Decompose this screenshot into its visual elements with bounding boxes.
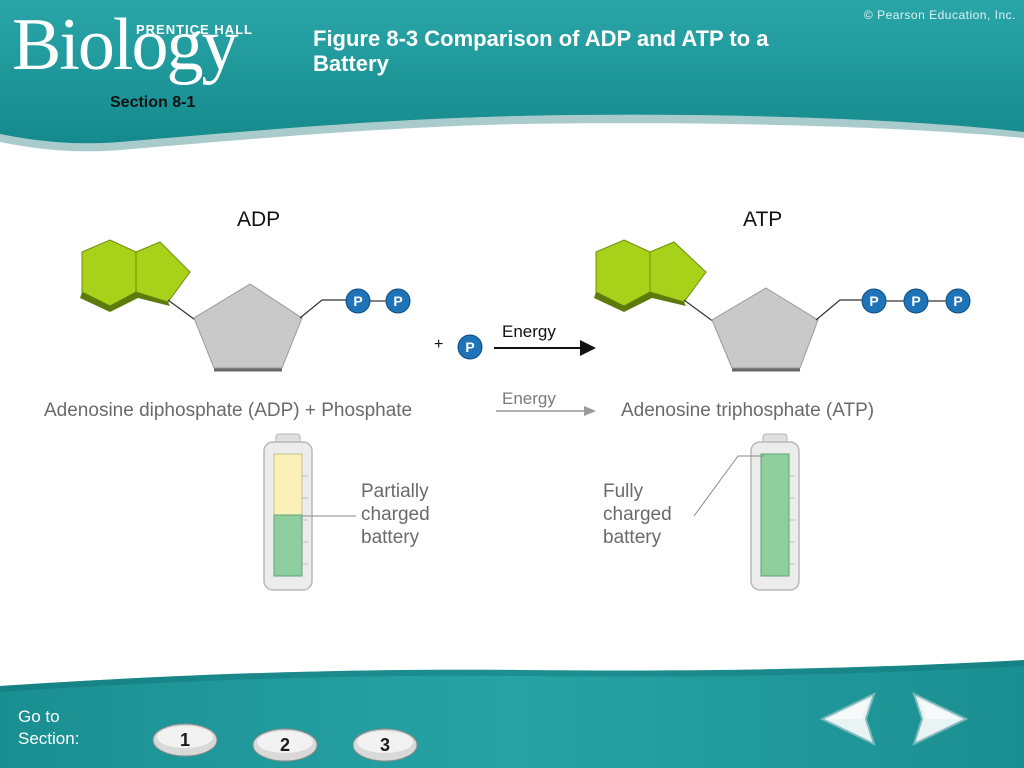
partial-battery-charge: [273, 514, 303, 577]
publisher-logo-text: PRENTICE HALL: [136, 22, 253, 37]
full-battery: [693, 433, 800, 591]
go-to-section-label: Go to Section:: [18, 707, 80, 748]
section-button-shape: [352, 728, 418, 762]
slide-title: Figure 8-3 Comparison of ADP and ATP to …: [313, 26, 769, 76]
equation-right: Adenosine triphosphate (ATP): [621, 400, 875, 421]
adp-ribose-sugar: [193, 283, 303, 369]
section-3-button[interactable]: 3: [352, 727, 418, 763]
plus-sign: +: [434, 336, 444, 353]
energy-label-gray: Energy: [502, 389, 556, 408]
full-battery-label: Fully charged battery: [603, 481, 672, 548]
atp-ribose-sugar: [711, 287, 819, 369]
atp-label: ATP: [743, 208, 783, 231]
adp-molecule: [80, 239, 386, 372]
partial-battery-label: Partially charged battery: [361, 481, 430, 548]
section-button-shape: [152, 723, 218, 757]
section-button-shape: [252, 728, 318, 762]
section-1-label: 1: [179, 729, 190, 750]
copyright-notice: © Pearson Education, Inc.: [863, 8, 1016, 22]
biology-logo: Biology: [12, 4, 238, 86]
section-2-button[interactable]: 2: [252, 727, 318, 763]
energy-label-black: Energy: [502, 322, 556, 341]
equation-left: Adenosine diphosphate (ADP) + Phosphate: [44, 400, 413, 421]
section-2-label: 2: [279, 734, 290, 755]
previous-slide-button[interactable]: [818, 690, 880, 748]
atp-molecule: [594, 239, 946, 372]
section-label: Section 8-1: [110, 94, 196, 111]
section-3-label: 3: [379, 734, 390, 755]
adp-adenine-pentagon: [135, 241, 191, 303]
section-1-button[interactable]: 1: [152, 722, 218, 758]
atp-adenine-pentagon: [649, 241, 707, 303]
next-slide-button[interactable]: [908, 690, 970, 748]
full-battery-charge: [760, 453, 790, 577]
partial-battery: [263, 433, 356, 591]
adp-label: ADP: [237, 208, 281, 231]
